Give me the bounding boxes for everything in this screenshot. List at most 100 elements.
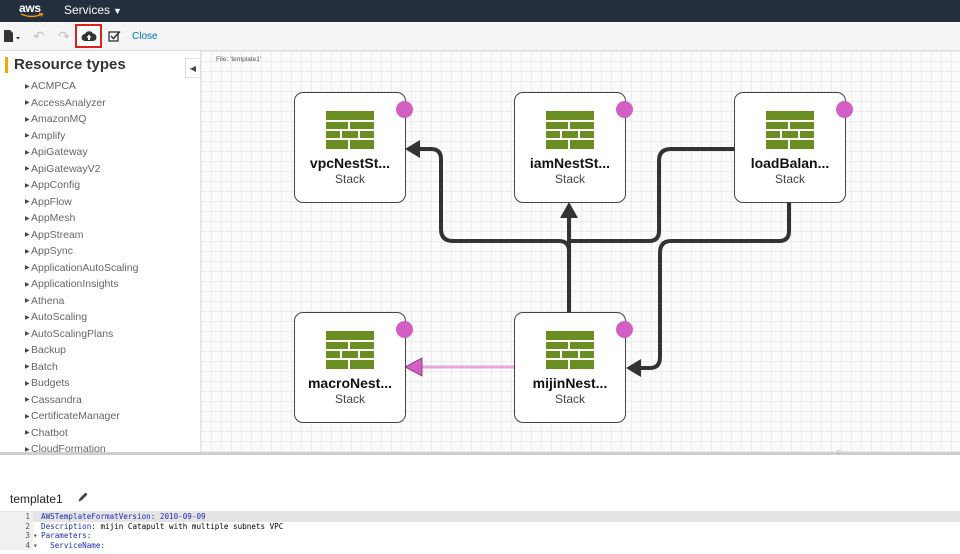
expand-caret-icon: ▶	[25, 347, 30, 354]
cloudformation-stack-icon	[326, 331, 374, 369]
resource-type-item[interactable]: ▶ApplicationInsights	[25, 276, 138, 293]
resource-types-title: Resource types	[14, 56, 126, 73]
code-line[interactable]: 4▾ ServiceName:	[0, 540, 960, 551]
resource-type-list: ▶ACMPCA▶AccessAnalyzer▶AmazonMQ▶Amplify▶…	[25, 78, 138, 452]
resource-type-item[interactable]: ▶AppConfig	[25, 177, 138, 194]
fold-toggle-icon[interactable]	[33, 522, 41, 532]
services-menu[interactable]: Services▼	[64, 3, 122, 17]
aws-top-nav: aws Services▼	[0, 0, 960, 22]
checkbox-icon	[107, 30, 121, 42]
expand-caret-icon: ▶	[25, 430, 30, 437]
services-caret-icon: ▼	[113, 6, 122, 16]
chevron-left-icon: ◀	[189, 63, 197, 73]
fold-toggle-icon[interactable]: ▾	[33, 540, 38, 550]
line-number: 1	[0, 512, 33, 522]
panel-resize-divider[interactable]	[0, 452, 960, 455]
design-canvas[interactable]: File: 'template1' vpcNestSt...Stack iamNe…	[201, 51, 960, 452]
resource-type-label: Chatbot	[31, 426, 68, 439]
node-type: Stack	[334, 172, 365, 186]
resource-type-item[interactable]: ▶Chatbot	[25, 425, 138, 442]
yaml-key: Description:	[41, 521, 96, 531]
resource-type-item[interactable]: ▶ACMPCA	[25, 78, 138, 95]
resource-type-item[interactable]: ▶Budgets	[25, 375, 138, 392]
title-accent-bar	[5, 57, 8, 73]
resource-type-label: ACMPCA	[31, 80, 76, 93]
resource-type-label: Athena	[31, 294, 65, 307]
resource-type-label: CloudFormation	[31, 443, 106, 452]
file-menu-button[interactable]	[2, 26, 22, 46]
resource-type-item[interactable]: ▶AutoScalingPlans	[25, 326, 138, 343]
resource-type-item[interactable]: ▶ApplicationAutoScaling	[25, 260, 138, 277]
aws-smile-icon	[20, 13, 44, 18]
collapse-panel-button[interactable]: ◀	[185, 58, 201, 78]
fold-toggle-icon[interactable]	[33, 512, 41, 522]
node-mijin-nest-stack[interactable]: mijinNest...Stack	[514, 312, 633, 423]
resource-type-item[interactable]: ▶AmazonMQ	[25, 111, 138, 128]
expand-caret-icon: ▶	[25, 446, 30, 452]
redo-button[interactable]: ↷	[55, 26, 73, 46]
node-vpc-nest-stack[interactable]: vpcNestSt...Stack	[294, 92, 413, 203]
code-line[interactable]: 2 Description: mijin Catapult with multip…	[0, 521, 960, 532]
resource-type-item[interactable]: ▶AccessAnalyzer	[25, 95, 138, 112]
line-number: 2	[0, 521, 33, 531]
yaml-value: 2010-09-09	[155, 512, 206, 521]
resource-type-item[interactable]: ▶Cassandra	[25, 392, 138, 409]
resource-type-label: ApiGatewayV2	[31, 162, 101, 175]
validate-template-button[interactable]	[106, 26, 122, 46]
expand-caret-icon: ▶	[25, 248, 30, 255]
resource-type-label: AppStream	[31, 228, 84, 241]
resource-type-item[interactable]: ▶AutoScaling	[25, 309, 138, 326]
edge-loadbalancer-to-mijin	[641, 202, 791, 370]
code-text: ServiceName:	[41, 541, 105, 551]
node-name: iamNestSt...	[529, 155, 611, 171]
resource-type-item[interactable]: ▶Athena	[25, 293, 138, 310]
cloudformation-stack-icon	[326, 111, 374, 149]
editor-header	[0, 483, 960, 512]
services-label: Services	[64, 3, 111, 17]
resource-type-item[interactable]: ▶Backup	[25, 342, 138, 359]
file-icon	[4, 30, 20, 42]
resource-type-item[interactable]: ▶CloudFormation	[25, 441, 138, 452]
resource-type-item[interactable]: ▶AppSync	[25, 243, 138, 260]
aws-logo[interactable]: aws	[19, 1, 45, 21]
resource-type-item[interactable]: ▶Amplify	[25, 128, 138, 145]
resource-type-item[interactable]: ▶CertificateManager	[25, 408, 138, 425]
node-macro-nest-stack[interactable]: macroNest...Stack	[294, 312, 413, 423]
expand-caret-icon: ▶	[25, 232, 30, 239]
file-label: File: 'template1'	[216, 56, 262, 63]
fold-toggle-icon[interactable]: ▾	[33, 531, 38, 540]
connection-port[interactable]	[396, 101, 413, 118]
connection-port[interactable]	[616, 321, 633, 338]
resource-type-item[interactable]: ▶Batch	[25, 359, 138, 376]
save-create-stack-button[interactable]	[75, 24, 102, 48]
undo-button[interactable]: ↶	[30, 26, 48, 46]
connection-port[interactable]	[396, 321, 413, 338]
cloudformation-stack-icon	[546, 111, 594, 149]
resource-type-item[interactable]: ▶AppFlow	[25, 194, 138, 211]
resource-type-item[interactable]: ▶ApiGatewayV2	[25, 161, 138, 178]
node-type: Stack	[774, 172, 805, 186]
resource-type-item[interactable]: ▶AppStream	[25, 227, 138, 244]
resource-type-item[interactable]: ▶AppMesh	[25, 210, 138, 227]
expand-caret-icon: ▶	[25, 397, 30, 404]
code-text: Description: mijin Catapult with multipl…	[41, 522, 283, 532]
yaml-key: ServiceName:	[41, 540, 106, 550]
resource-type-label: ApplicationInsights	[31, 278, 119, 291]
code-line[interactable]: 3▾Parameters:	[0, 531, 960, 541]
node-load-balancer-stack[interactable]: loadBalan...Stack	[734, 92, 853, 203]
pencil-icon[interactable]	[77, 491, 89, 503]
connection-port[interactable]	[616, 101, 633, 118]
expand-caret-icon: ▶	[25, 331, 30, 338]
resource-type-item[interactable]: ▶ApiGateway	[25, 144, 138, 161]
resource-type-label: AmazonMQ	[31, 113, 87, 126]
connection-port[interactable]	[836, 101, 853, 118]
connection-edges	[404, 140, 791, 377]
close-button[interactable]: Close	[132, 30, 158, 42]
node-iam-nest-stack[interactable]: iamNestSt...Stack	[514, 92, 633, 203]
node-type: Stack	[554, 392, 585, 406]
line-number: 4	[0, 540, 33, 550]
resize-grip-icon[interactable]: ::::::	[836, 450, 841, 456]
edge-arrowhead-mijin	[626, 359, 641, 377]
